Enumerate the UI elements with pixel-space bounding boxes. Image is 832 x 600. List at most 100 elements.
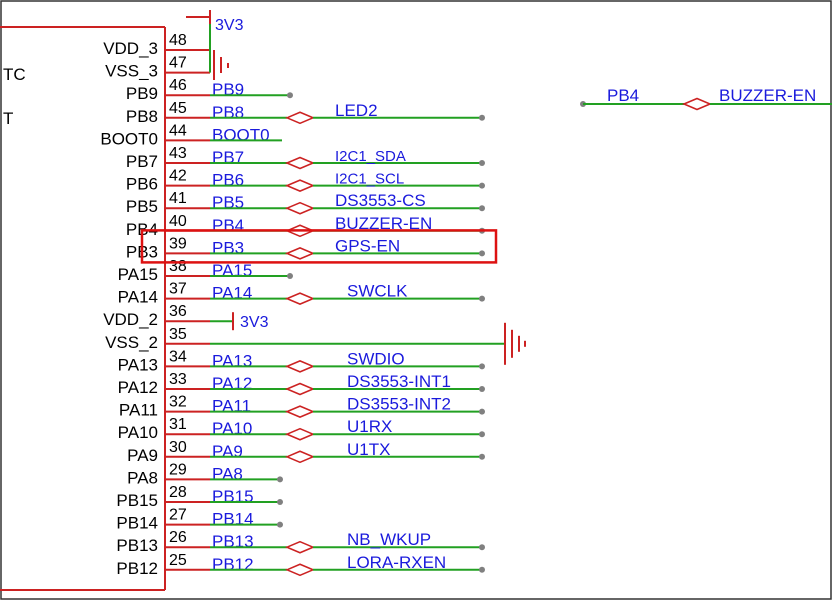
- net-name-pa15: PA15: [212, 261, 252, 280]
- net-name-pb13: PB13: [212, 532, 254, 551]
- net-name-pa10: PA10: [212, 419, 252, 438]
- pin-number-36: 36: [169, 303, 187, 320]
- pin-name-pb13: PB13: [116, 536, 158, 555]
- pin-name-pa15: PA15: [118, 265, 158, 284]
- pin-number-40: 40: [169, 213, 187, 230]
- pin-name-pb7: PB7: [126, 152, 158, 171]
- net-name-pa11: PA11: [212, 397, 251, 416]
- power-label-3v3-short: 3V3: [240, 314, 269, 331]
- offsheet-net-connector: [681, 97, 713, 111]
- net-connector-39: [284, 247, 316, 260]
- pin-name-pb5: PB5: [126, 197, 158, 216]
- net-connector-25: [284, 563, 316, 577]
- net-connector-31: [284, 427, 316, 441]
- offsheet-net-name: PB4: [607, 86, 639, 105]
- wire-end-27: [277, 521, 283, 528]
- pin-name-vss-3: VSS_3: [105, 62, 158, 81]
- net-label-gps-en: GPS-EN: [335, 236, 400, 255]
- net-name-pb9: PB9: [212, 80, 244, 99]
- net-label-swdio: SWDIO: [347, 349, 405, 368]
- wire-end-32: [479, 408, 485, 415]
- pin-number-48: 48: [169, 32, 187, 49]
- pin-number-26: 26: [169, 529, 187, 546]
- net-name-pb15: PB15: [212, 487, 254, 506]
- net-connector-41: [284, 201, 316, 215]
- pin-number-46: 46: [169, 77, 187, 94]
- wire-end-41: [479, 205, 485, 212]
- pin-number-37: 37: [169, 281, 187, 298]
- pin-number-42: 42: [169, 168, 187, 185]
- pin-41-pb5: PB5 41 PB5 DS3553-CS: [126, 190, 485, 216]
- pin-name-boot0: BOOT0: [100, 129, 158, 148]
- mcu-chip: [0, 26, 166, 591]
- net-name-pa9: PA9: [212, 442, 243, 461]
- pin-number-41: 41: [169, 190, 187, 207]
- wire-end-30: [479, 453, 485, 460]
- pin-number-30: 30: [169, 439, 187, 456]
- net-label-ds3553-int1: DS3553-INT1: [347, 372, 451, 391]
- net-label-ds3553-cs: DS3553-CS: [335, 191, 426, 210]
- net-label-led2: LED2: [335, 101, 378, 120]
- pin-29-pa8: PA8 29 PA8: [127, 461, 283, 487]
- pin-name-pb12: PB12: [116, 559, 158, 578]
- pin-name-pb14: PB14: [116, 514, 158, 533]
- pin-number-29: 29: [169, 461, 187, 478]
- pin-name-pb15: PB15: [116, 491, 158, 510]
- wire-end-34: [479, 363, 485, 370]
- net-name-pa14: PA14: [212, 284, 252, 303]
- net-label-u1rx: U1RX: [347, 417, 392, 436]
- net-name-pa12: PA12: [212, 374, 252, 393]
- net-name-pa8: PA8: [212, 464, 243, 483]
- pin-name-pa8: PA8: [127, 468, 158, 487]
- net-connector-34: [284, 360, 316, 373]
- pin-number-34: 34: [169, 348, 187, 365]
- pin-34-pa13: PA13 34 PA13 SWDIO: [118, 348, 485, 374]
- pin-number-31: 31: [169, 416, 187, 433]
- pin-name-pa10: PA10: [118, 423, 158, 442]
- wire-end-31: [479, 431, 485, 438]
- net-name-pb12: PB12: [212, 555, 254, 574]
- net-connector-42: [284, 179, 316, 192]
- net-connector-43: [284, 156, 316, 170]
- net-connector-37: [284, 292, 316, 305]
- net-name-pb6: PB6: [212, 171, 244, 190]
- net-name-pb8: PB8: [212, 103, 244, 122]
- net-name-pb7: PB7: [212, 148, 244, 167]
- pin-name-pa9: PA9: [127, 446, 158, 465]
- pin-31-pa10: PA10 31 PA10 U1RX: [118, 416, 485, 442]
- pin-number-33: 33: [169, 371, 187, 388]
- wire-end-37: [479, 295, 485, 302]
- pin-number-35: 35: [169, 326, 187, 343]
- pin-number-43: 43: [169, 145, 187, 162]
- pin-name-pa13: PA13: [118, 355, 158, 374]
- wire-end-28: [277, 499, 283, 505]
- net-name-pb5: PB5: [212, 193, 244, 212]
- pin-name-pa11: PA11: [119, 401, 158, 420]
- wire-end-46: [287, 92, 293, 99]
- net-label-i2c1-scl: I2C1_SCL: [335, 171, 404, 188]
- wire-end-33: [479, 386, 485, 392]
- pin-number-25: 25: [169, 552, 187, 569]
- pin-number-47: 47: [169, 55, 187, 72]
- net-label-u1tx: U1TX: [347, 440, 390, 459]
- net-name-pa13: PA13: [212, 351, 252, 370]
- pin-47-vss-3: VSS_3 47: [105, 50, 229, 81]
- wire-end-45: [479, 114, 485, 121]
